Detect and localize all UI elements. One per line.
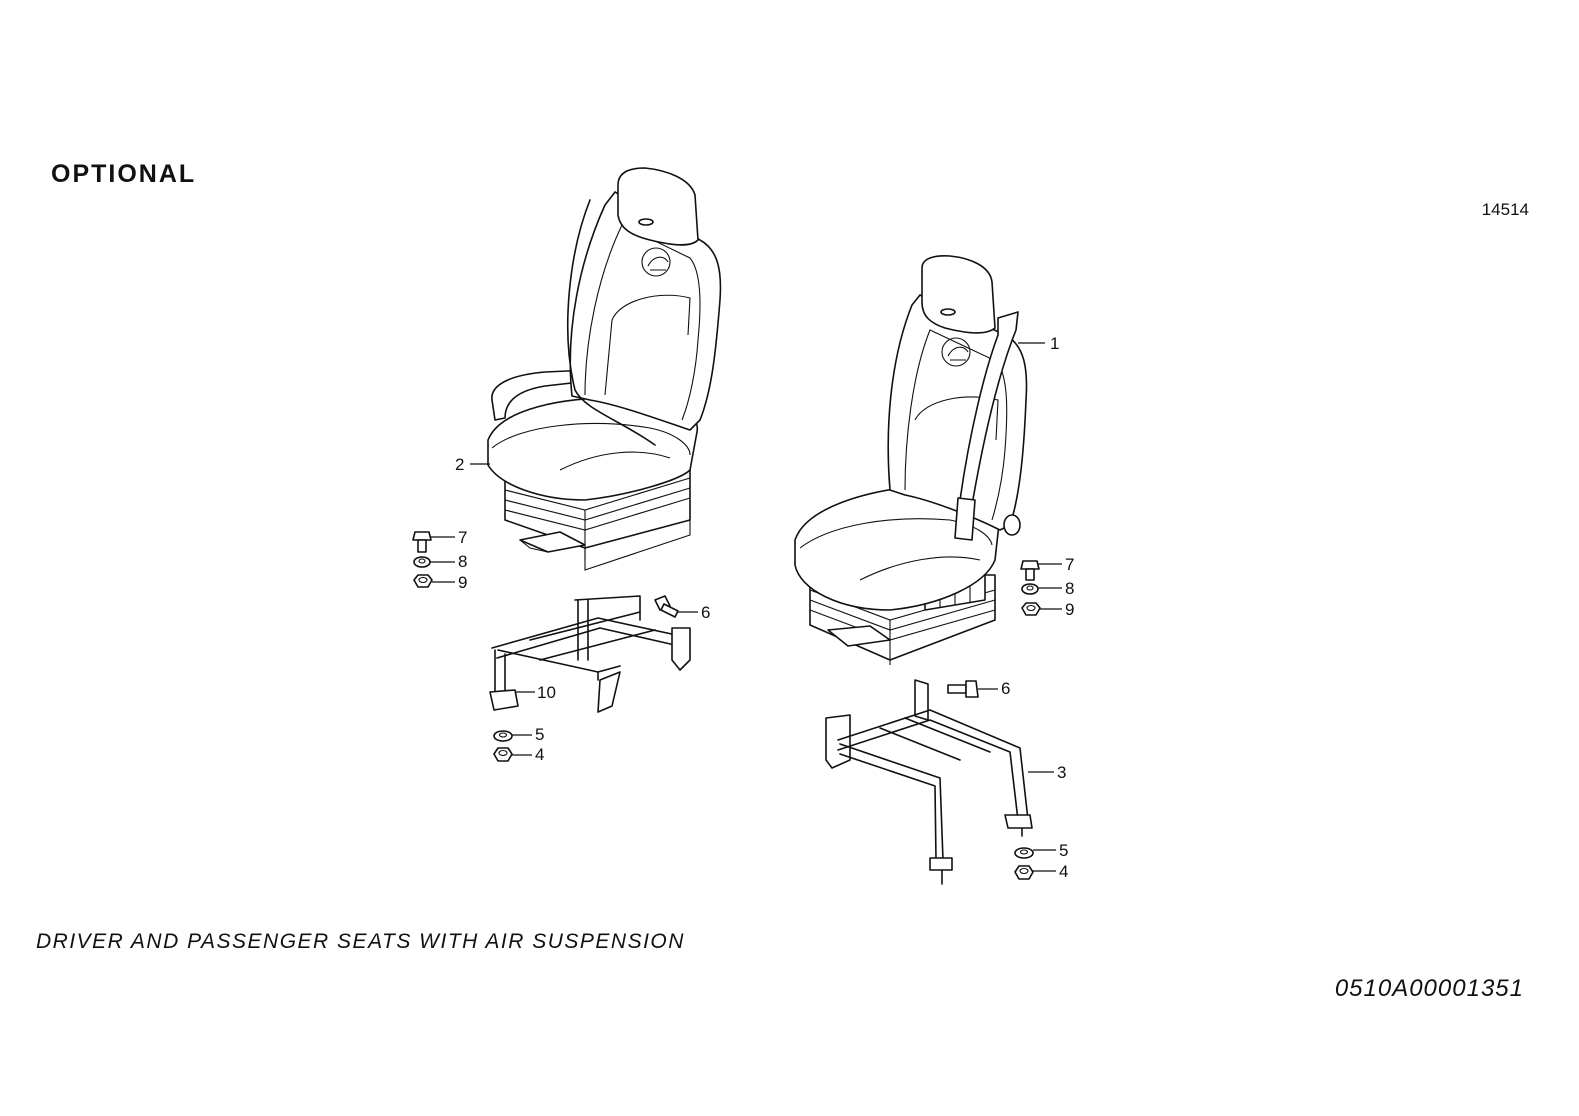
left-frame-nut-icon bbox=[493, 747, 513, 762]
callout-left-seat: 2 bbox=[455, 455, 464, 474]
right-frame bbox=[825, 679, 1033, 885]
callout-right-nut: 9 bbox=[1065, 600, 1074, 619]
right-bolt-icon bbox=[1020, 560, 1040, 581]
callout-right-washer: 8 bbox=[1065, 579, 1074, 598]
callout-right-frame-nut: 4 bbox=[1059, 862, 1068, 881]
callout-left-washer: 8 bbox=[458, 552, 467, 571]
left-nut-icon bbox=[413, 574, 433, 588]
right-washer-icon bbox=[1021, 583, 1039, 595]
callout-right-frame-washer: 5 bbox=[1059, 841, 1068, 860]
callout-left-frame: 10 bbox=[537, 683, 556, 702]
callout-left-bolt: 7 bbox=[458, 528, 467, 547]
left-frame bbox=[489, 595, 691, 713]
callout-left-frame-washer: 5 bbox=[535, 725, 544, 744]
diagram-caption: DRIVER AND PASSENGER SEATS WITH AIR SUSP… bbox=[36, 930, 685, 953]
callout-right-screw: 6 bbox=[1001, 679, 1010, 698]
callout-left-frame-nut: 4 bbox=[535, 745, 544, 764]
right-screw-icon bbox=[947, 680, 979, 698]
left-screw-icon bbox=[654, 595, 679, 618]
right-frame-washer-icon bbox=[1014, 847, 1034, 859]
left-bolt-icon bbox=[412, 531, 432, 553]
sheet-number: 14514 bbox=[1481, 200, 1529, 219]
optional-label: OPTIONAL bbox=[51, 160, 197, 188]
right-nut-icon bbox=[1021, 602, 1041, 616]
left-seat bbox=[487, 167, 722, 571]
callout-right-seat: 1 bbox=[1050, 334, 1059, 353]
callout-right-bolt: 7 bbox=[1065, 555, 1074, 574]
left-frame-washer-icon bbox=[493, 730, 513, 742]
callout-left-nut: 9 bbox=[458, 573, 467, 592]
right-frame-nut-icon bbox=[1014, 865, 1034, 880]
right-seat bbox=[794, 255, 1028, 665]
callout-right-frame: 3 bbox=[1057, 763, 1066, 782]
callout-left-screw: 6 bbox=[701, 603, 710, 622]
drawing-code: 0510A00001351 bbox=[1334, 975, 1524, 1002]
